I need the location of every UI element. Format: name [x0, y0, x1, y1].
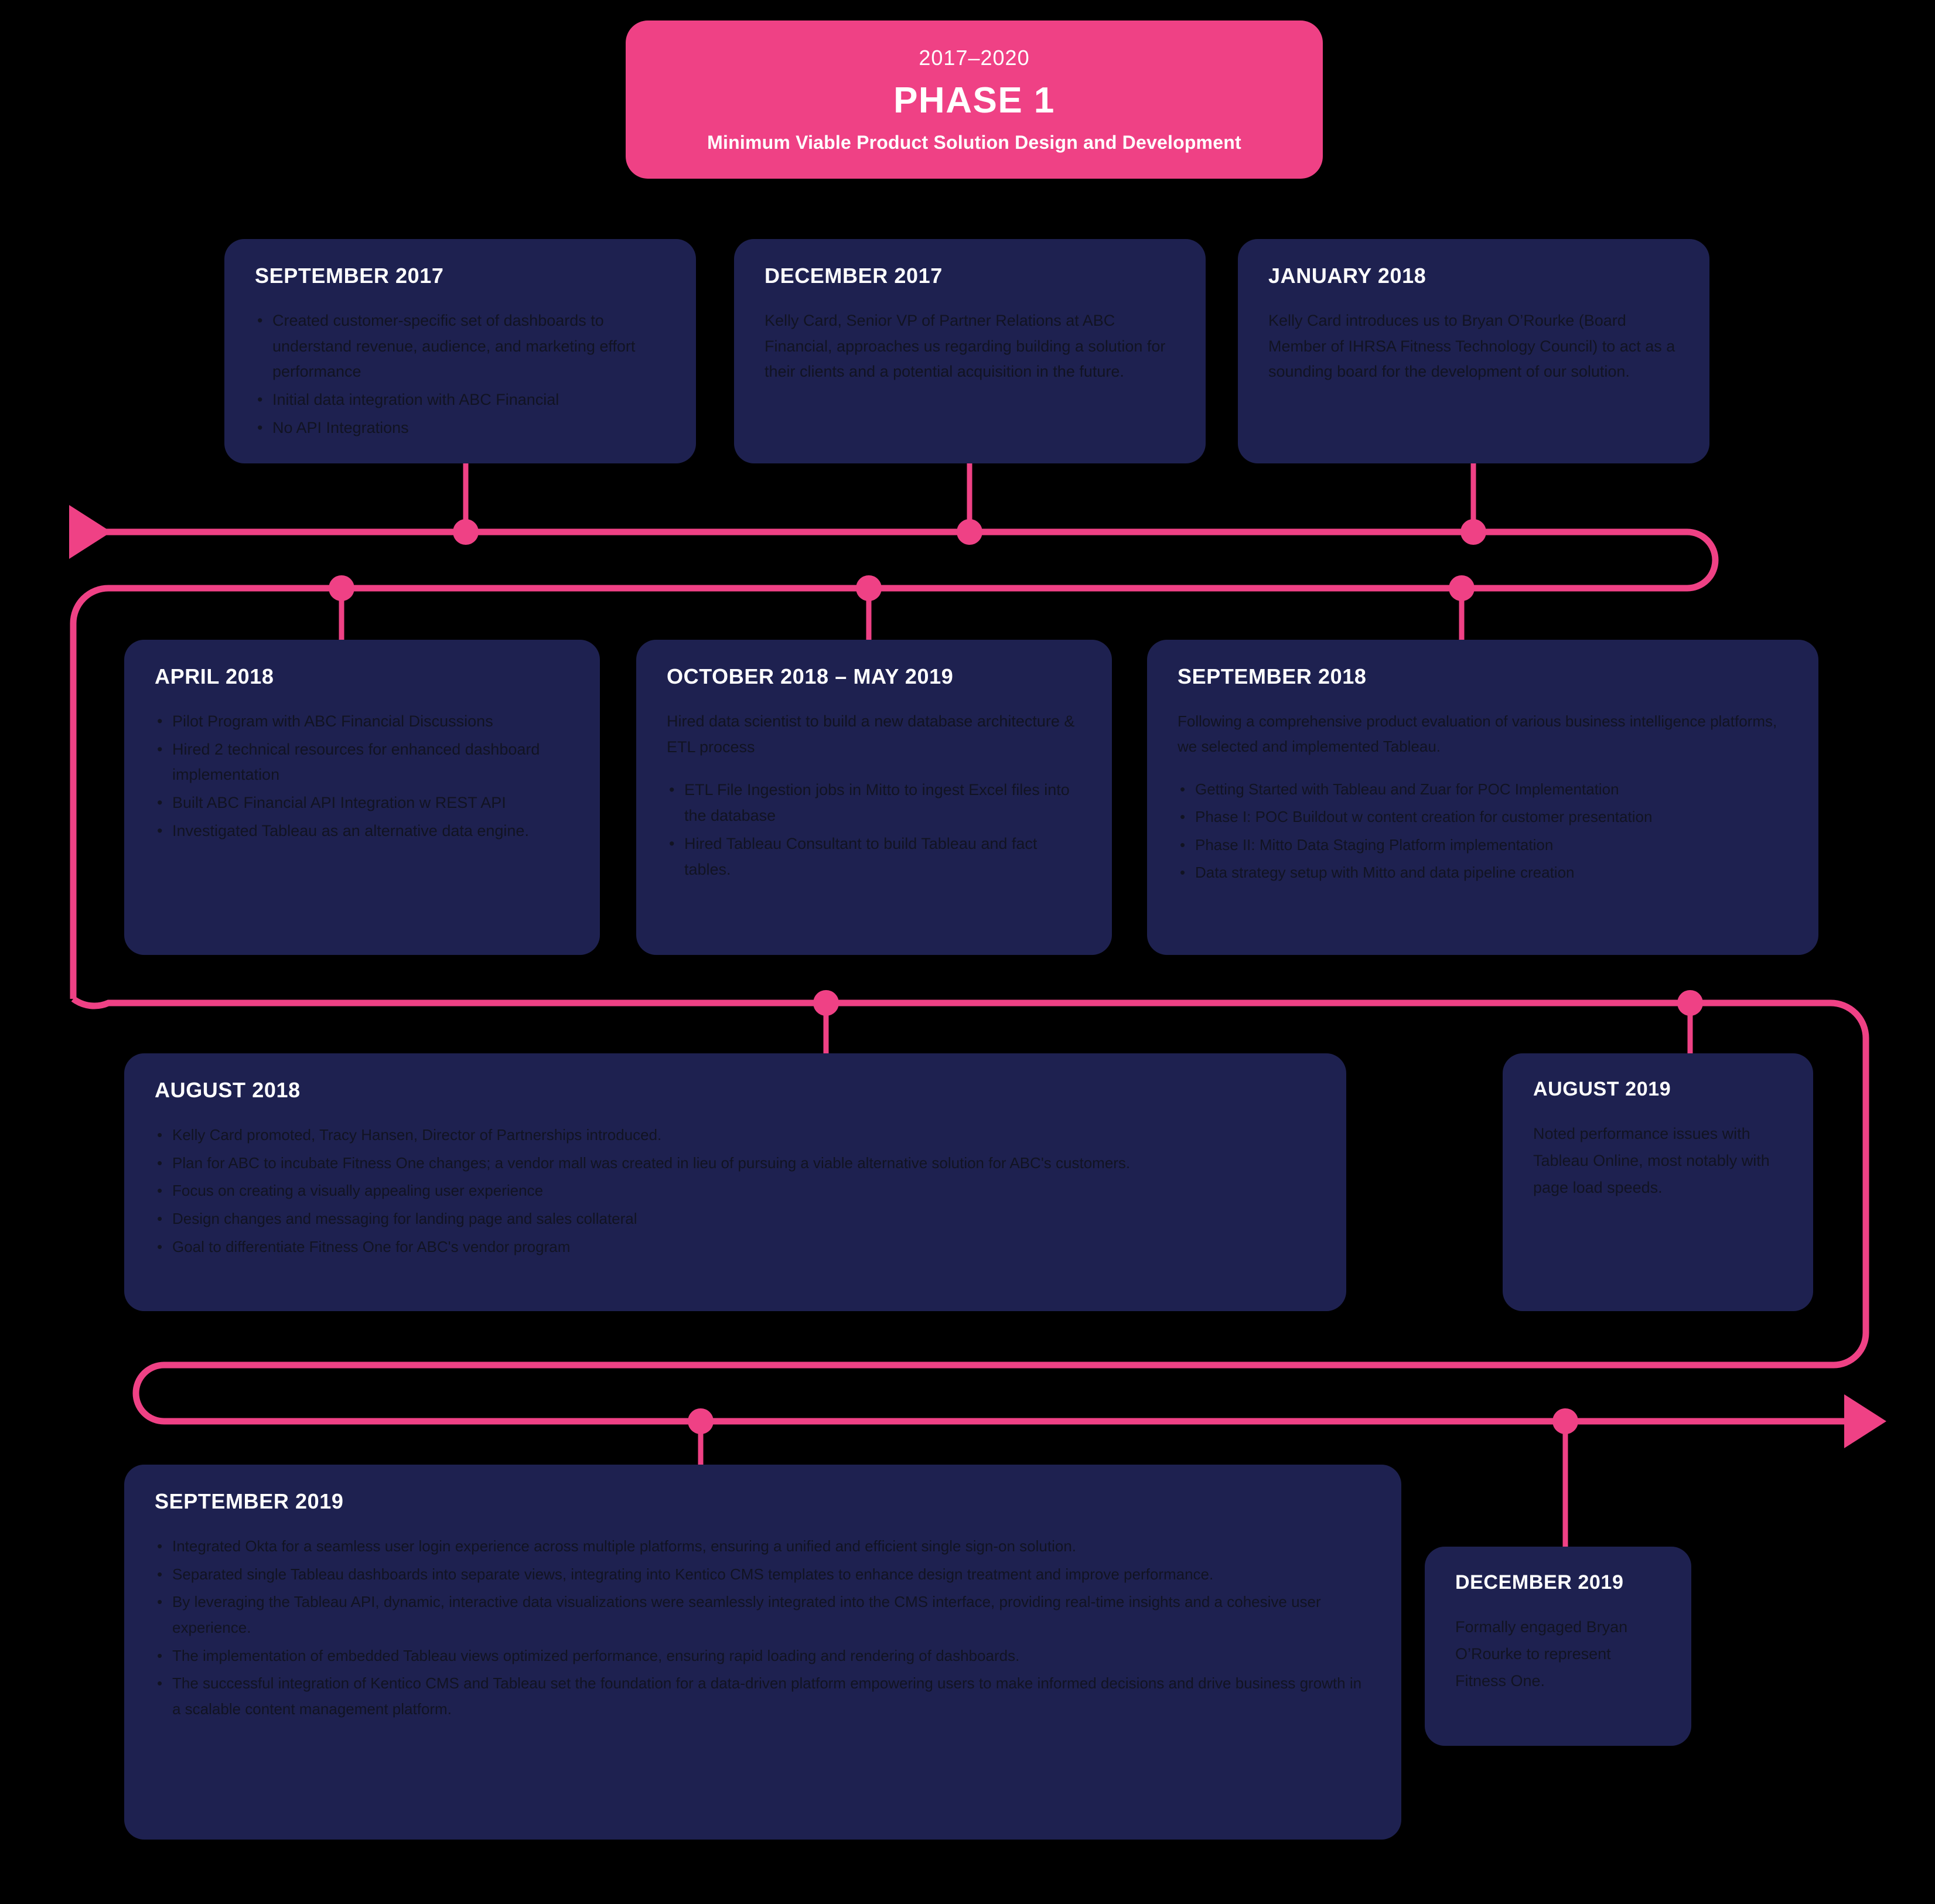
bullet-list: ETL File Ingestion jobs in Mitto to inge… — [667, 777, 1081, 882]
spacer — [667, 765, 1081, 777]
milestone-card-september-2018[interactable]: SEPTEMBER 2018 Following a comprehensive… — [1147, 640, 1818, 955]
milestone-card-august-2019[interactable]: AUGUST 2019 Noted performance issues wit… — [1503, 1053, 1813, 1311]
bullet-list: Kelly Card promoted, Tracy Hansen, Direc… — [155, 1122, 1316, 1260]
list-item: Initial data integration with ABC Financ… — [255, 387, 666, 413]
card-body: Hired data scientist to build a new data… — [667, 709, 1081, 882]
card-body: Kelly Card, Senior VP of Partner Relatio… — [765, 308, 1175, 385]
card-title: JANUARY 2018 — [1268, 264, 1426, 288]
bullet-list: Created customer-specific set of dashboa… — [255, 308, 666, 441]
card-title: APRIL 2018 — [155, 664, 274, 688]
list-item: Design changes and messaging for landing… — [155, 1206, 1316, 1232]
card-body: Noted performance issues with Tableau On… — [1533, 1121, 1783, 1202]
bullet-list: Pilot Program with ABC Financial Discuss… — [155, 709, 569, 844]
list-item: ETL File Ingestion jobs in Mitto to inge… — [667, 777, 1081, 828]
list-item: Phase I: POC Buildout w content creation… — [1178, 804, 1788, 830]
card-body: Created customer-specific set of dashboa… — [255, 308, 666, 441]
list-item: Plan for ABC to incubate Fitness One cha… — [155, 1151, 1316, 1176]
card-title: SEPTEMBER 2018 — [1178, 664, 1367, 688]
list-item: By leveraging the Tableau API, dynamic, … — [155, 1589, 1371, 1640]
phase-title: PHASE 1 — [893, 80, 1055, 121]
card-title: DECEMBER 2019 — [1455, 1571, 1624, 1594]
card-body: Integrated Okta for a seamless user logi… — [155, 1534, 1371, 1722]
phase-date-range: 2017–2020 — [919, 46, 1030, 70]
card-title: SEPTEMBER 2019 — [155, 1489, 344, 1513]
card-title: AUGUST 2019 — [1533, 1078, 1671, 1100]
list-item: The successful integration of Kentico CM… — [155, 1671, 1371, 1722]
list-item: Getting Started with Tableau and Zuar fo… — [1178, 777, 1788, 802]
list-item: Pilot Program with ABC Financial Discuss… — [155, 709, 569, 735]
list-item: Data strategy setup with Mitto and data … — [1178, 860, 1788, 885]
list-item: Focus on creating a visually appealing u… — [155, 1178, 1316, 1204]
list-item: Hired Tableau Consultant to build Tablea… — [667, 831, 1081, 882]
card-paragraph: Noted performance issues with Tableau On… — [1533, 1125, 1770, 1196]
milestone-card-december-2017[interactable]: DECEMBER 2017 Kelly Card, Senior VP of P… — [734, 239, 1206, 463]
milestone-card-september-2019[interactable]: SEPTEMBER 2019 Integrated Okta for a sea… — [124, 1465, 1401, 1840]
card-title: AUGUST 2018 — [155, 1078, 301, 1102]
card-paragraph: Formally engaged Bryan O’Rourke to repre… — [1455, 1618, 1628, 1690]
list-item: Goal to differentiate Fitness One for AB… — [155, 1234, 1316, 1260]
list-item: Kelly Card promoted, Tracy Hansen, Direc… — [155, 1122, 1316, 1148]
list-item: The implementation of embedded Tableau v… — [155, 1643, 1371, 1669]
list-item: Created customer-specific set of dashboa… — [255, 308, 666, 385]
milestone-card-september-2017[interactable]: SEPTEMBER 2017 Created customer-specific… — [224, 239, 696, 463]
milestone-card-april-2018[interactable]: APRIL 2018 Pilot Program with ABC Financ… — [124, 640, 600, 955]
phase-banner: 2017–2020 PHASE 1 Minimum Viable Product… — [626, 21, 1323, 179]
phase-subtitle: Minimum Viable Product Solution Design a… — [707, 132, 1241, 153]
list-item: Phase II: Mitto Data Staging Platform im… — [1178, 832, 1788, 858]
milestone-card-december-2019[interactable]: DECEMBER 2019 Formally engaged Bryan O’R… — [1425, 1547, 1691, 1746]
card-title: OCTOBER 2018 – MAY 2019 — [667, 664, 954, 688]
card-body: Kelly Card introduces us to Bryan O’Rour… — [1268, 308, 1679, 385]
card-paragraph: Kelly Card introduces us to Bryan O’Rour… — [1268, 312, 1675, 381]
list-item: Investigated Tableau as an alternative d… — [155, 818, 569, 844]
milestone-card-january-2018[interactable]: JANUARY 2018 Kelly Card introduces us to… — [1238, 239, 1709, 463]
card-body: Pilot Program with ABC Financial Discuss… — [155, 709, 569, 844]
card-body: Kelly Card promoted, Tracy Hansen, Direc… — [155, 1122, 1316, 1260]
card-paragraph: Hired data scientist to build a new data… — [667, 712, 1075, 756]
card-paragraph: Kelly Card, Senior VP of Partner Relatio… — [765, 312, 1166, 381]
list-item: Separated single Tableau dashboards into… — [155, 1562, 1371, 1588]
bullet-list: Getting Started with Tableau and Zuar fo… — [1178, 777, 1788, 885]
list-item: Built ABC Financial API Integration w RE… — [155, 790, 569, 816]
card-body: Formally engaged Bryan O’Rourke to repre… — [1455, 1614, 1661, 1695]
spacer — [1178, 764, 1788, 777]
list-item: Hired 2 technical resources for enhanced… — [155, 737, 569, 788]
card-title: DECEMBER 2017 — [765, 264, 943, 288]
milestone-card-august-2018[interactable]: AUGUST 2018 Kelly Card promoted, Tracy H… — [124, 1053, 1346, 1311]
card-title: SEPTEMBER 2017 — [255, 264, 444, 288]
list-item: Integrated Okta for a seamless user logi… — [155, 1534, 1371, 1560]
bullet-list: Integrated Okta for a seamless user logi… — [155, 1534, 1371, 1722]
list-item: No API Integrations — [255, 415, 666, 441]
card-body: Following a comprehensive product evalua… — [1178, 709, 1788, 885]
milestone-card-october-2018-may-2019[interactable]: OCTOBER 2018 – MAY 2019 Hired data scien… — [636, 640, 1112, 955]
card-paragraph: Following a comprehensive product evalua… — [1178, 712, 1777, 756]
